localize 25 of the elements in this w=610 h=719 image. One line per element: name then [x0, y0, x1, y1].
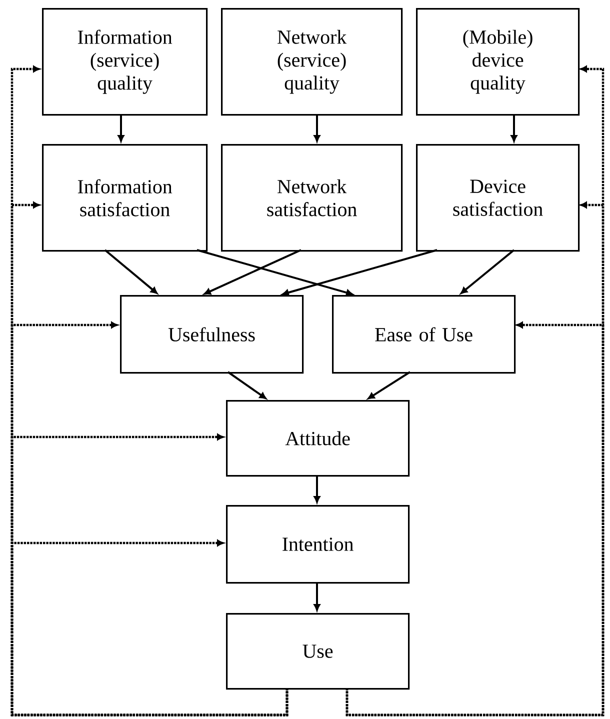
arrow [460, 249, 515, 294]
box: Device satisfaction [416, 144, 580, 252]
arrow [346, 322, 604, 716]
box: Information satisfaction [42, 144, 208, 252]
box: Usefulness [120, 295, 304, 374]
box: Network (service) quality [221, 8, 403, 116]
box: Ease of Use [332, 295, 516, 374]
arrow [368, 371, 411, 400]
arrow [227, 371, 266, 400]
box: (Mobile) device quality [416, 8, 580, 116]
arrow [314, 114, 320, 142]
arrow [314, 582, 320, 611]
arrow [510, 114, 518, 142]
box: Attitude [226, 400, 410, 477]
arrow [314, 475, 320, 503]
arrow [204, 249, 302, 295]
arrow [196, 249, 353, 296]
box: Network satisfaction [221, 144, 403, 252]
box: Intention [226, 505, 410, 584]
arrow [104, 249, 158, 294]
arrow [118, 114, 124, 142]
box: Use [226, 613, 410, 690]
box: Information (service) quality [42, 8, 208, 116]
arrow [282, 249, 438, 296]
arrow [10, 540, 288, 716]
